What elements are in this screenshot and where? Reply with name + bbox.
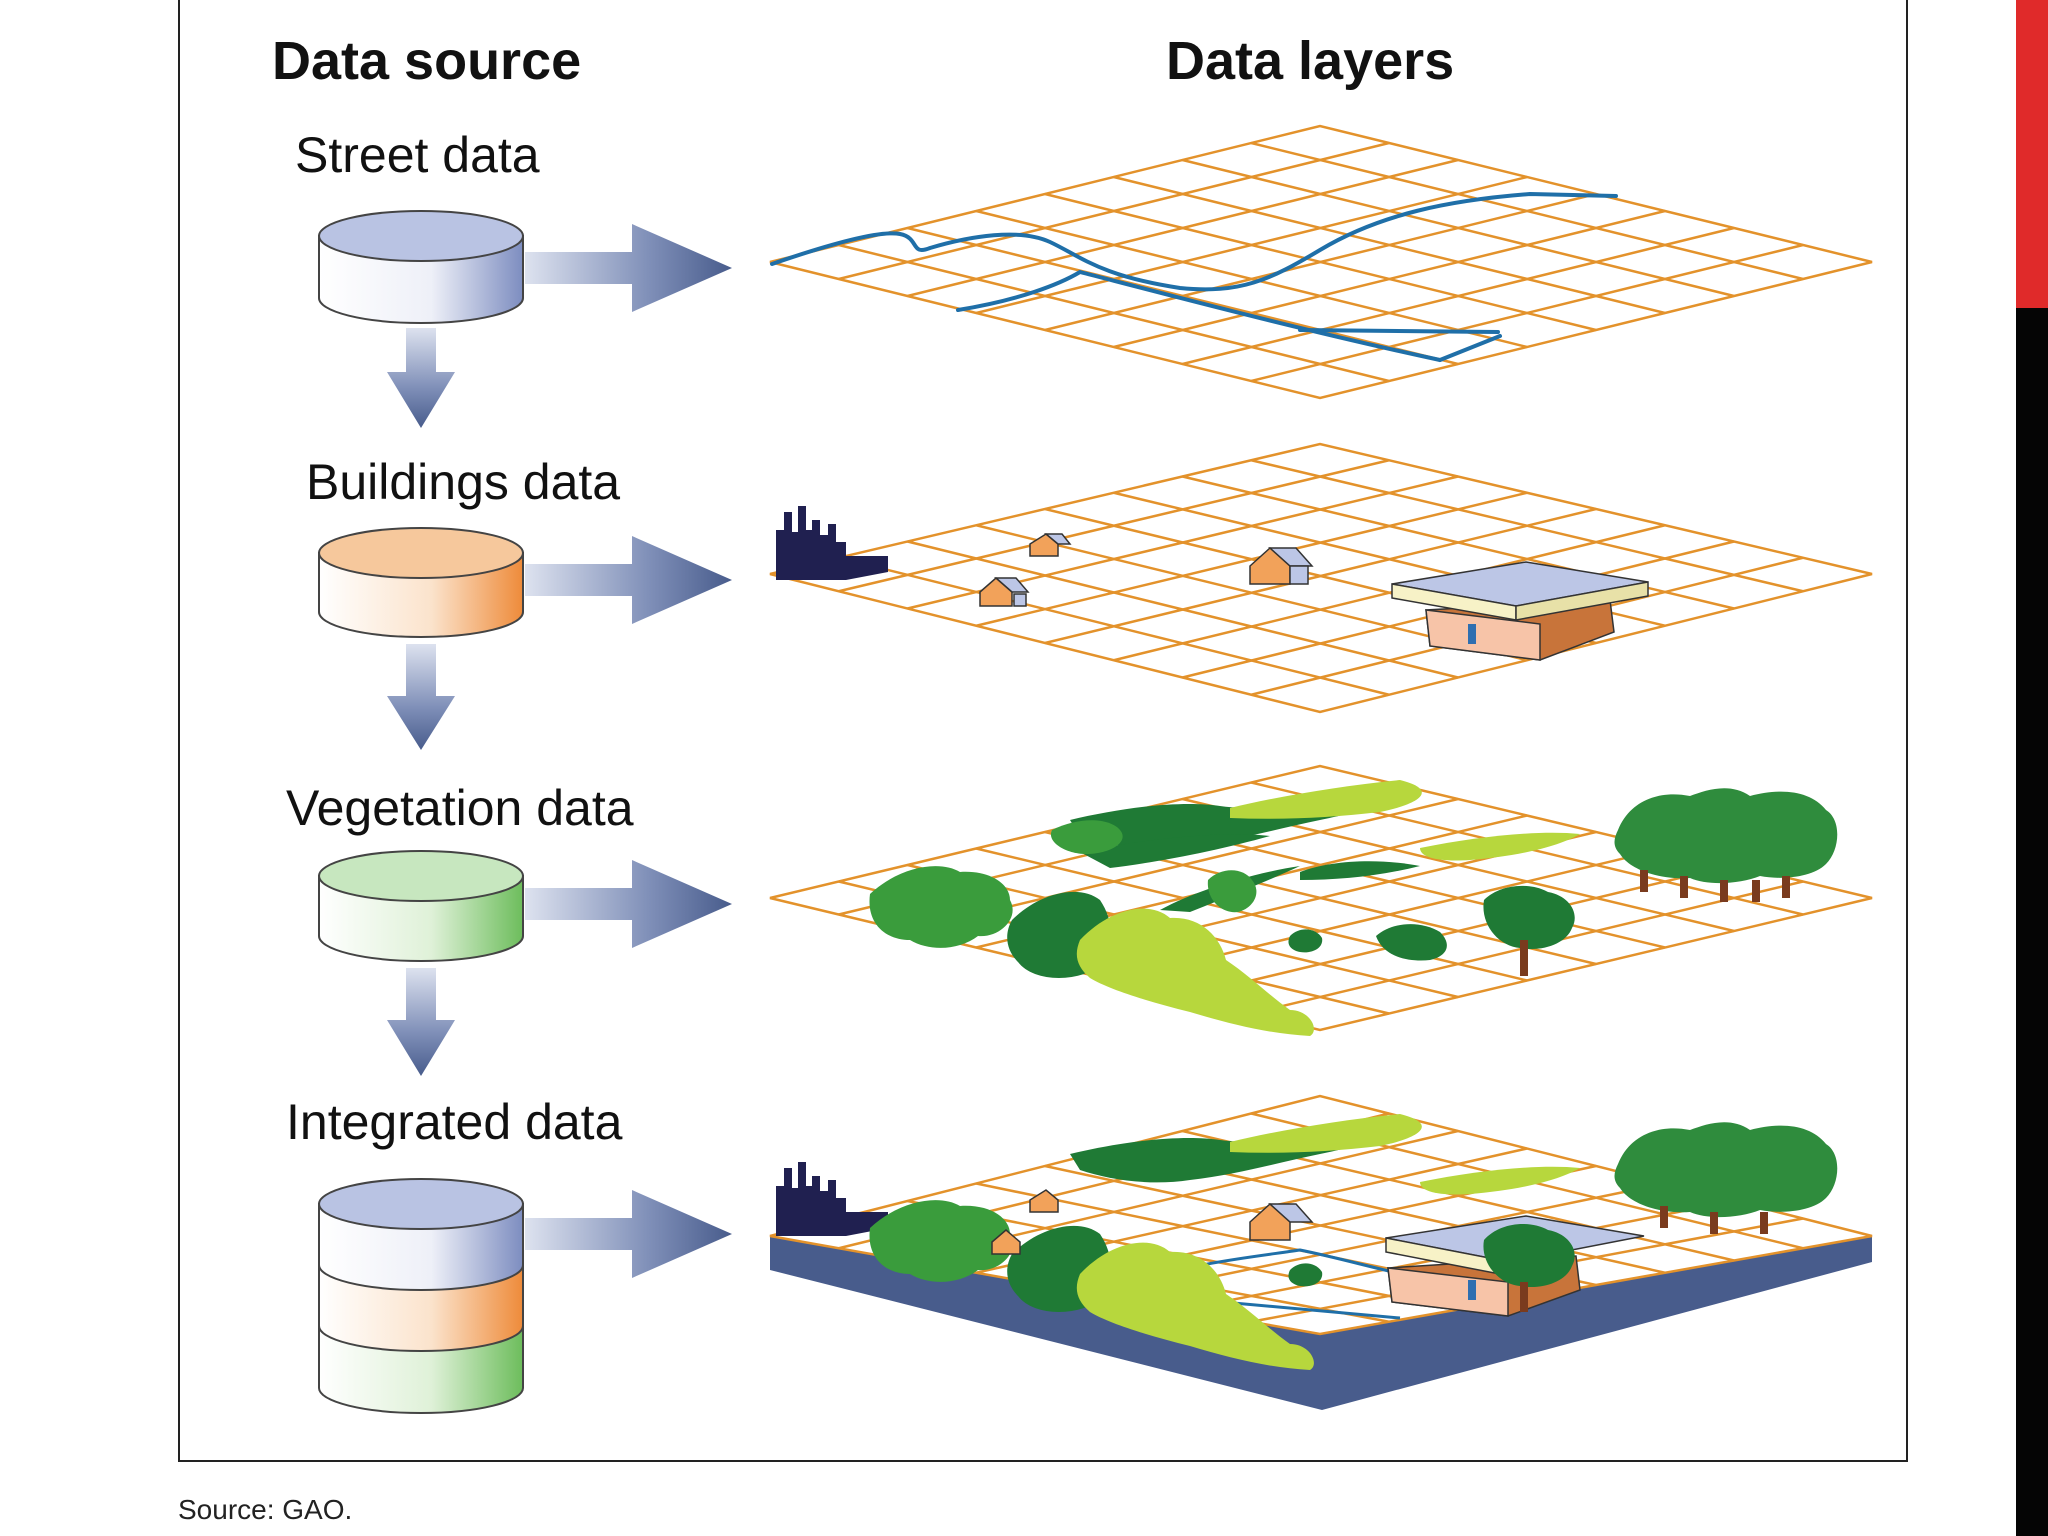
buildings-database-icon <box>318 527 524 638</box>
arrow-down-3-icon <box>387 968 455 1076</box>
street-data-label: Street data <box>295 127 540 183</box>
arrow-buildings-to-layer-icon <box>525 536 732 624</box>
integrated-buildings <box>991 1189 1645 1317</box>
buildings-layer-grid <box>769 442 1873 714</box>
grid-line <box>1113 209 1666 349</box>
grid-line <box>1182 158 1735 298</box>
arrow-vegetation-to-layer-icon <box>525 860 732 948</box>
street-database-icon <box>318 210 524 324</box>
street-lines <box>770 191 1618 362</box>
arrow-down-1-icon <box>387 328 455 428</box>
vegetation-database-icon <box>318 850 524 962</box>
grid-line <box>1044 192 1597 332</box>
buildings-data-label: Buildings data <box>306 454 621 510</box>
vegetation-patches <box>869 780 1838 1036</box>
layer-plane <box>769 442 1873 714</box>
grid-line <box>1250 459 1804 593</box>
source-note: Source: GAO. <box>178 1494 353 1525</box>
integrated-slab <box>770 1236 1872 1410</box>
house-icon-small-1 <box>1029 533 1072 557</box>
accent-bar-black <box>2016 308 2048 1536</box>
arrow-integrated-to-layer-icon <box>525 1190 732 1278</box>
integrated-data-label: Integrated data <box>286 1094 623 1150</box>
integrated-skyline-icon <box>776 1162 888 1236</box>
data-source-heading: Data source <box>272 31 582 91</box>
grid-line <box>1113 524 1666 662</box>
skyline-icon <box>776 506 888 580</box>
grid-line <box>1250 141 1804 281</box>
integrated-vegetation <box>869 1114 1838 1370</box>
house-icon-small-2 <box>979 577 1030 607</box>
data-layers-heading: Data layers <box>1166 31 1455 91</box>
street-layer-grid <box>769 124 1873 400</box>
integrated-database-icon <box>318 1178 524 1414</box>
grid-line <box>1113 175 1666 315</box>
grid-line <box>1182 226 1735 366</box>
arrow-down-2-icon <box>387 644 455 750</box>
figure-frame <box>178 0 1908 1462</box>
vegetation-data-label: Vegetation data <box>286 780 634 836</box>
house-icon-medium <box>1249 546 1314 585</box>
arrow-street-to-layer-icon <box>525 224 732 312</box>
large-building-icon <box>1391 561 1649 661</box>
accent-bar-red <box>2016 0 2048 308</box>
grid-line <box>1250 243 1804 383</box>
